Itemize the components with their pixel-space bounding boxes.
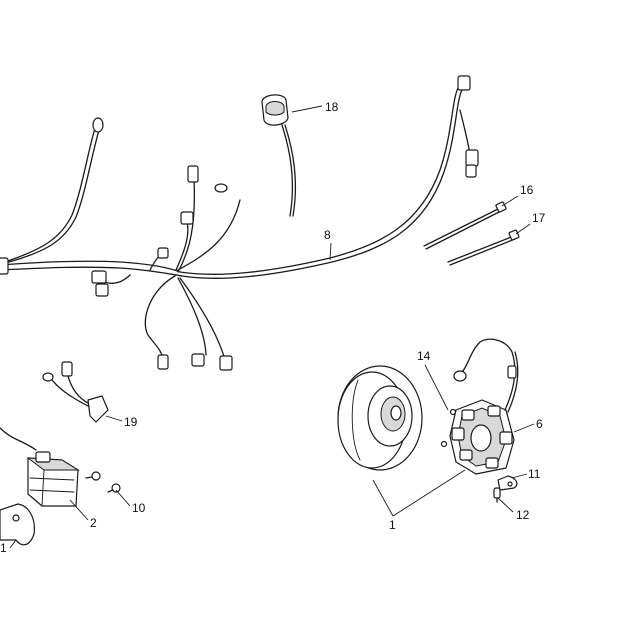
connector-left-edge: [0, 257, 9, 275]
main-wiring-harness: [0, 87, 473, 361]
callout-18: 18: [325, 100, 339, 114]
connector-boot-top: [92, 117, 104, 133]
callout-8: 8: [324, 228, 331, 242]
cdi-unit-part-2: [0, 427, 80, 507]
flywheel-rotor-part-1: [337, 365, 423, 471]
bracket-left: [0, 503, 35, 546]
stator-part-6: [440, 338, 519, 475]
callout-10: 10: [132, 501, 146, 515]
connector-right-lower: [465, 164, 477, 178]
connector-bottom-c: [219, 355, 233, 371]
callout-labels: 18 8 16 17 19 14 6 11 12 10 2 1 1: [0, 100, 546, 555]
callout-1: 1: [389, 518, 396, 532]
clamp-part-11: [497, 475, 518, 491]
callout-1-left: 1: [0, 541, 7, 555]
callout-2: 2: [90, 516, 97, 530]
callout-11: 11: [528, 467, 541, 481]
callout-16: 16: [520, 183, 534, 197]
connector-left-b: [95, 283, 109, 297]
callout-14: 14: [417, 349, 431, 363]
screw-part-12: [493, 487, 501, 503]
connector-right: [465, 149, 479, 167]
connector-bottom-a: [157, 354, 169, 370]
connector-bottom-b: [191, 353, 205, 367]
cable-ties-16-17: [423, 201, 520, 266]
small-harness-part-19: [42, 361, 109, 423]
connector-top-right: [457, 75, 471, 91]
connector-mid: [180, 211, 194, 225]
ring-terminal: [214, 183, 228, 193]
callout-6: 6: [536, 417, 543, 431]
connector-mid-top: [187, 165, 199, 183]
harness-connectors: [0, 75, 479, 371]
callout-19: 19: [124, 415, 138, 429]
switch-part-18: [261, 94, 297, 217]
connector-hub: [157, 247, 169, 259]
callout-12: 12: [516, 508, 530, 522]
connector-left-a: [91, 270, 107, 284]
screws-part-10: [85, 471, 121, 493]
callout-17: 17: [532, 211, 546, 225]
leader-lines: [9, 105, 535, 549]
